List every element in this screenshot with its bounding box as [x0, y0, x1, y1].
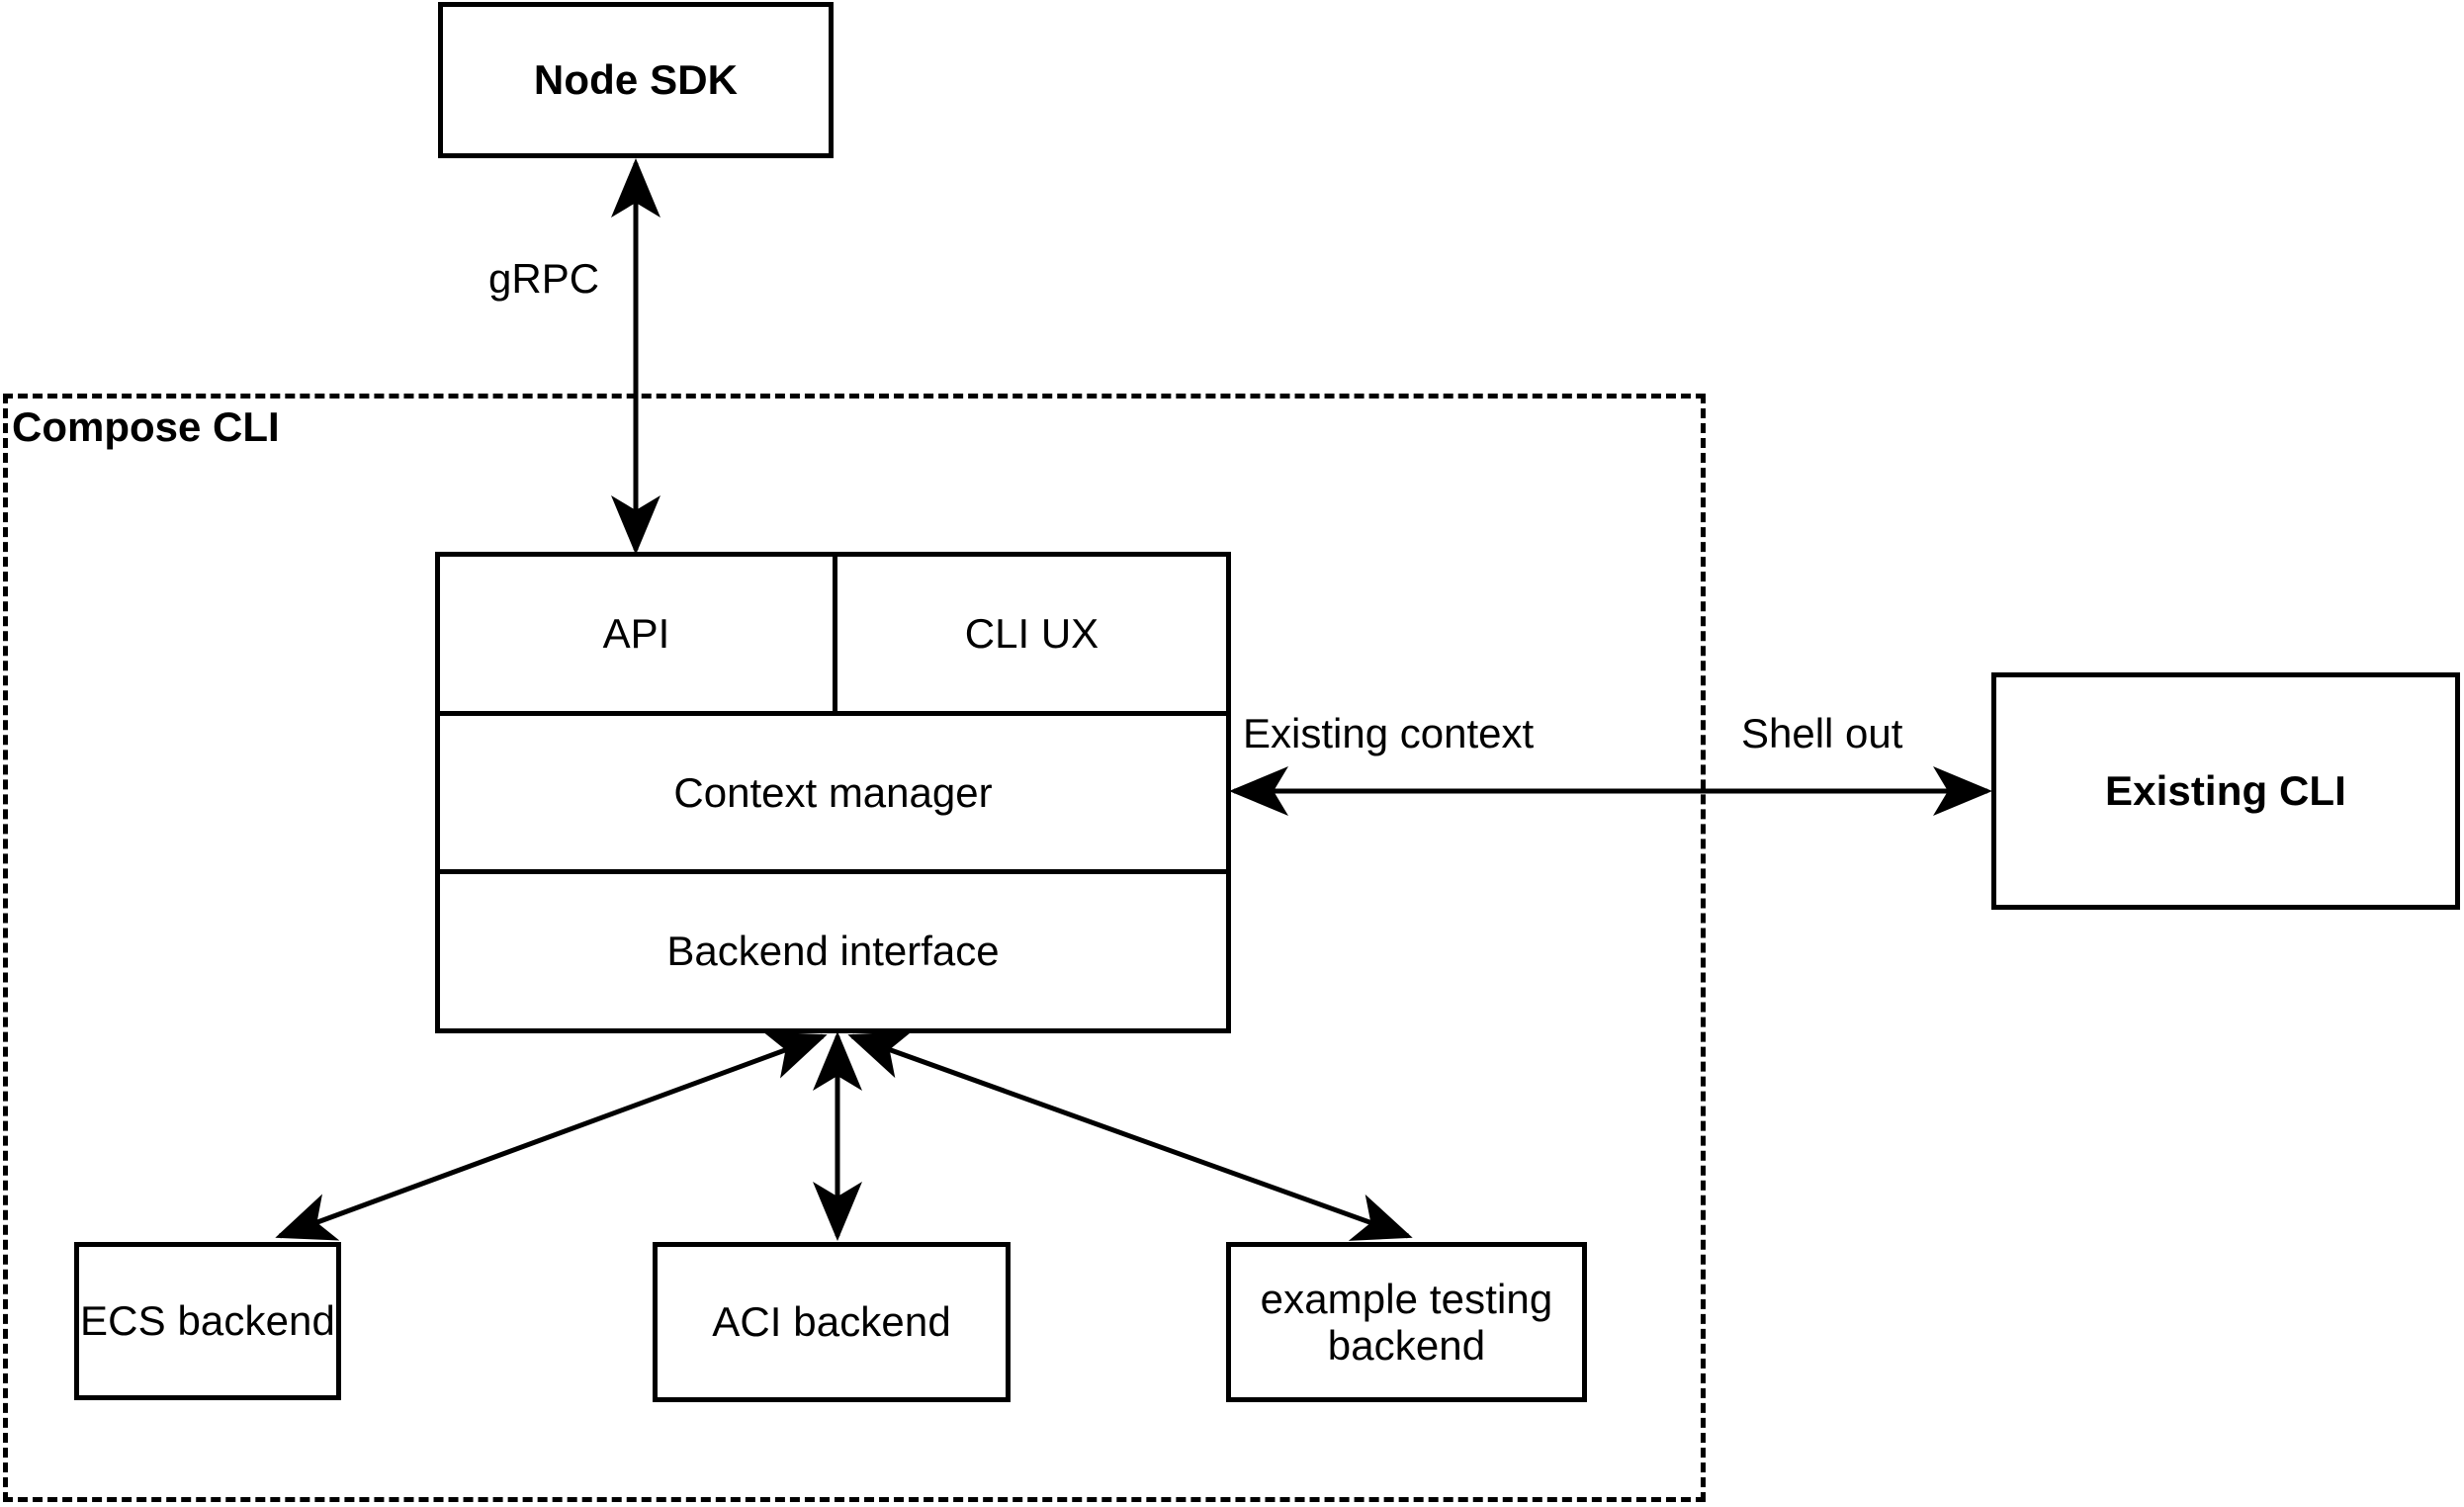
ecs-backend-label: ECS backend: [80, 1297, 335, 1345]
backend-interface-cell[interactable]: Backend interface: [440, 874, 1226, 1028]
stack-row-context: Context manager: [440, 710, 1226, 870]
node-sdk-label: Node SDK: [533, 56, 739, 104]
node-sdk-box[interactable]: Node SDK: [438, 2, 834, 158]
existing-cli-box[interactable]: Existing CLI: [1991, 672, 2460, 910]
edge-label-grpc: gRPC: [484, 255, 604, 303]
edge-label-existing-context: Existing context: [1239, 710, 1539, 757]
stack-row-top: API CLI UX: [440, 557, 1226, 711]
example-testing-backend-box[interactable]: example testing backend: [1226, 1242, 1587, 1402]
compose-cli-group-label: Compose CLI: [10, 403, 282, 451]
backend-interface-label: Backend interface: [666, 928, 1000, 975]
edge-example-line: [847, 1031, 1413, 1241]
aci-backend-label: ACI backend: [712, 1298, 951, 1346]
api-label: API: [602, 609, 670, 657]
example-testing-backend-label: example testing backend: [1261, 1276, 1553, 1369]
example-testing-backend-label-line1: example testing: [1260, 1275, 1553, 1322]
aci-backend-box[interactable]: ACI backend: [653, 1242, 1011, 1402]
compose-cli-group: [3, 394, 1706, 1502]
context-manager-label: Context manager: [673, 768, 993, 816]
cli-ux-cell[interactable]: CLI UX: [832, 557, 1226, 711]
edge-label-shell-out: Shell out: [1737, 710, 1907, 757]
context-manager-cell[interactable]: Context manager: [440, 716, 1226, 870]
cli-ux-label: CLI UX: [964, 609, 1100, 657]
existing-cli-label: Existing CLI: [2105, 767, 2346, 815]
ecs-backend-box[interactable]: ECS backend: [74, 1242, 341, 1400]
compose-cli-stack: API CLI UX Context manager Backend inter…: [435, 552, 1231, 1033]
example-testing-backend-label-line2: backend: [1327, 1322, 1486, 1369]
stack-row-backend: Backend interface: [440, 869, 1226, 1028]
edge-ecs-line: [275, 1031, 828, 1241]
api-cell[interactable]: API: [440, 557, 833, 711]
